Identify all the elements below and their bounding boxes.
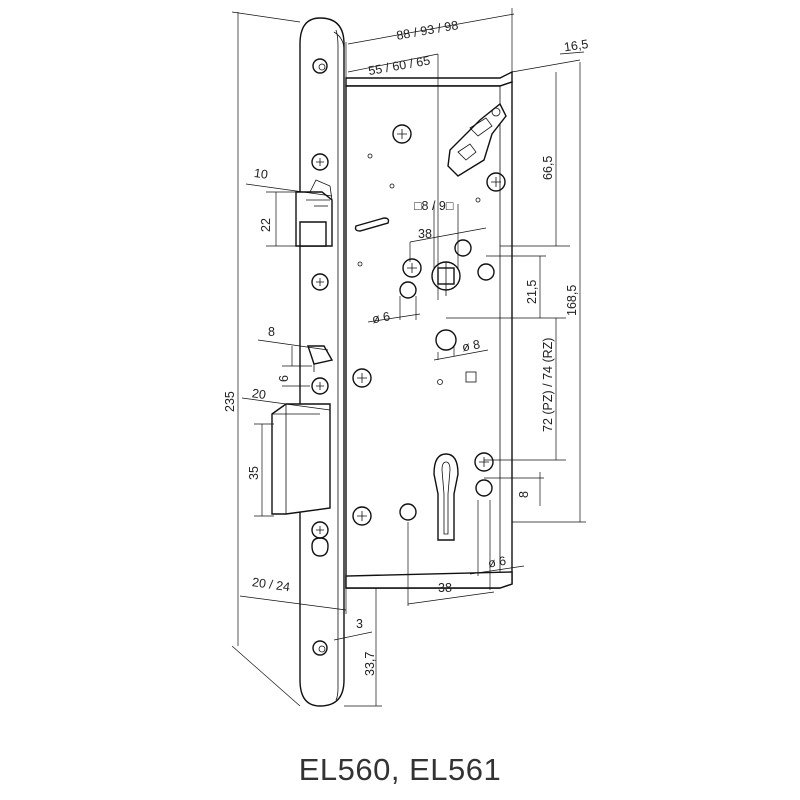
dim-cyl-spacing: 38 [438,581,452,595]
microswitch-bracket [447,102,507,177]
internal-features [354,153,495,541]
dim-follower-square: □8 / 9□ [414,199,454,213]
auxiliary-latch [307,345,334,372]
dim-aux-h: 6 [277,375,291,382]
dim-bolt-w: 20 [251,386,267,402]
faceplate-screws [311,153,329,539]
case-screws [352,124,506,526]
model-caption: EL560, EL561 [298,752,502,787]
dim-faceplate-t: 3 [356,617,363,631]
dim-height-66: 66,5 [541,156,555,180]
dim-faceplate-end: 33,7 [363,652,377,676]
dim-faceplate-w: 20 / 24 [251,575,291,594]
dim-total-h: 235 [223,391,237,412]
dim-backset: 55 / 60 / 65 [367,53,431,78]
dim-hole-6-left: ø 6 [371,309,391,326]
dim-pz-rz: 72 (PZ) / 74 (RZ) [541,338,555,432]
dim-hole-6-right: ø 6 [487,554,507,571]
latch-bolt [295,179,333,247]
dim-aux-w: 8 [268,325,275,339]
dim-depth: 16,5 [563,37,589,54]
dim-cyl-8: 8 [517,491,531,498]
dimension-lines [231,8,586,707]
deadbolt [271,403,331,515]
dim-height-21: 21,5 [525,280,539,304]
dim-top-width: 88 / 93 / 98 [395,18,459,43]
dim-latch-w: 10 [253,166,269,182]
dim-hole-8: ø 8 [461,337,481,354]
dim-bolt-h: 35 [247,466,261,480]
dim-height-168: 168,5 [565,285,579,316]
dim-latch-h: 22 [259,218,273,232]
dim-follower-spacing: 38 [418,227,432,241]
